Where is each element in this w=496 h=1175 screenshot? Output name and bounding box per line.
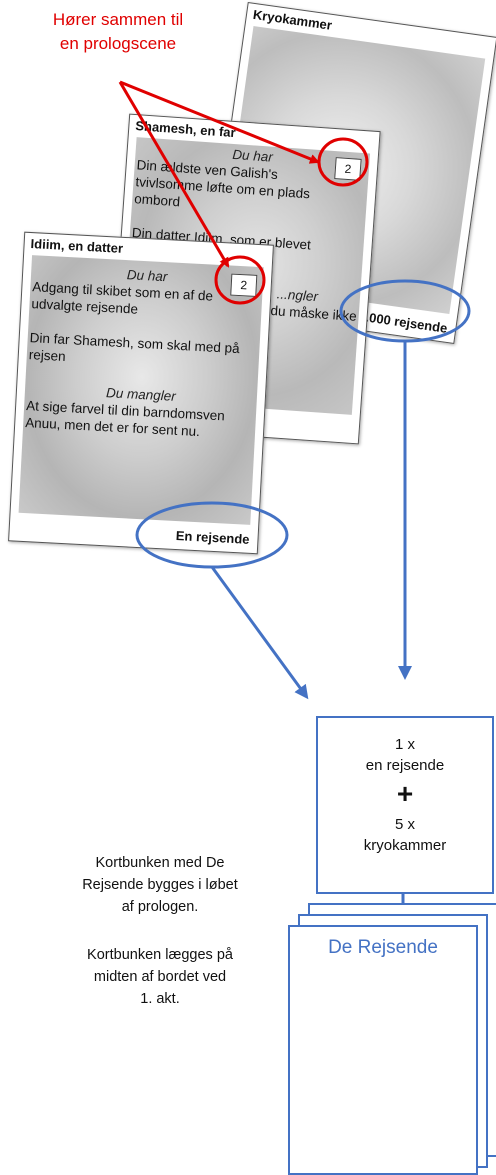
summary-line4: kryokammer [363,837,447,854]
caption-para2-l1: Kortbunken lægges på [87,947,233,963]
red-circle-shamesh-number [317,137,369,187]
caption-para2-l3: 1. akt. [140,991,180,1007]
summary-line2: en rejsende [365,757,445,774]
summary-box: 1 x en rejsende + 5 x kryokammer [316,716,494,894]
caption-para2: Kortbunken lægges på midten af bordet ve… [50,944,270,1010]
deck-title: De Rejsende [328,937,438,958]
blue-arrow-idiim-to-box [210,566,309,700]
red-arrow-to-shamesh [119,80,320,164]
annotation-label-line2: en prologscene [59,34,177,53]
red-arrow-to-idiim [118,81,230,268]
caption-para1-l1: Kortbunken med De [95,855,225,871]
blue-ellipse-idiim-footer [135,501,289,569]
red-circle-idiim-number [214,255,266,305]
caption-para1: Kortbunken med De Rejsende bygges i løbe… [50,852,270,918]
annotation-label-line1: Hører sammen til [52,10,184,29]
annotation-label: Hører sammen til en prologscene [18,8,218,56]
deck-card-front: De Rejsende [288,925,478,1175]
caption-para1-l2: Rejsende bygges i løbet [82,877,238,893]
caption-para1-l3: af prologen. [121,899,199,915]
summary-line1: 1 x [394,736,415,753]
caption-para2-l2: midten af bordet ved [93,969,227,985]
summary-plus: + [396,778,414,809]
summary-line3: 5 x [394,816,415,833]
blue-ellipse-kryo-footer [339,279,471,343]
